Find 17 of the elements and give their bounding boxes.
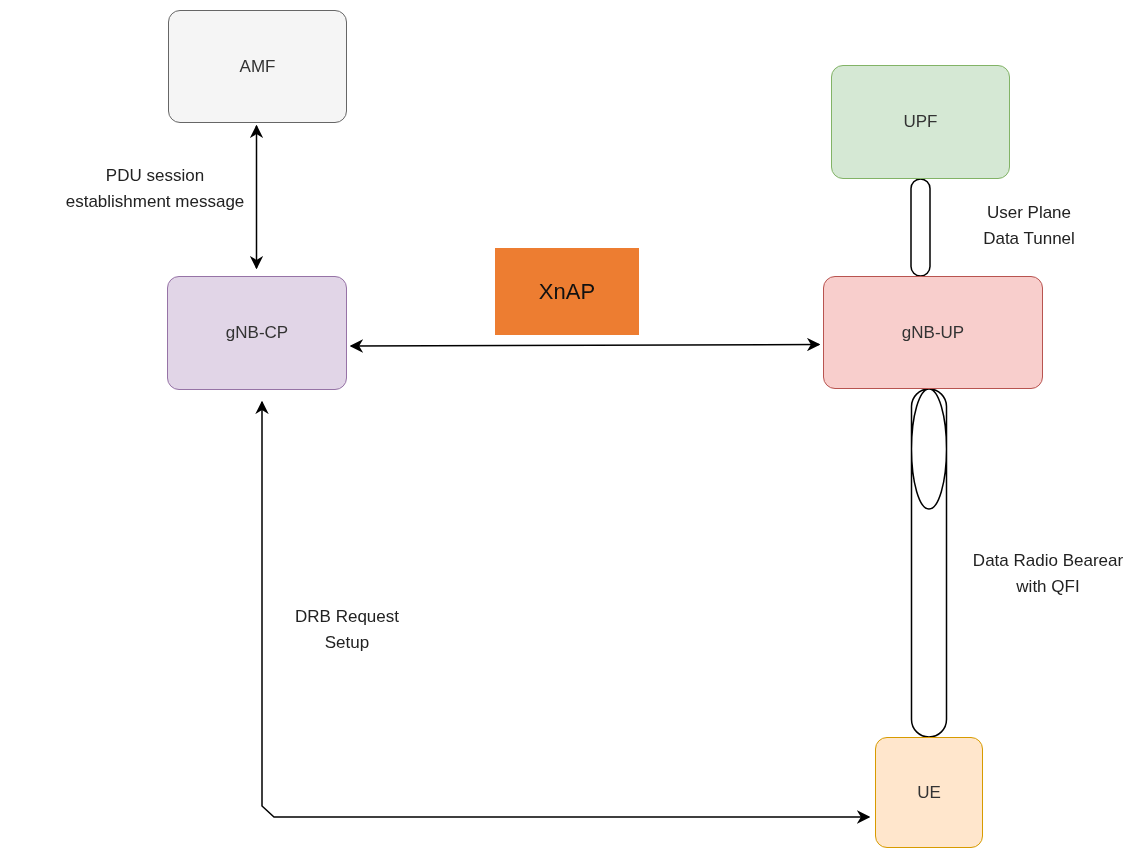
data-tunnel [910,388,948,738]
node-label: AMF [239,56,276,77]
data-tunnel [910,178,931,277]
node-label: UE [917,782,941,803]
network-node-box [167,276,347,390]
arrow [249,124,264,270]
network-node-box [823,276,1043,389]
network-node-box [875,737,983,848]
node-label: gNB-UP [901,322,965,343]
arrow [255,400,871,824]
node-label: XnAP [538,278,596,305]
network-node-box [168,10,347,123]
network-node-box [831,65,1010,179]
arrow [349,337,821,353]
node-label: gNB-CP [225,323,289,343]
label-box [495,248,639,335]
node-label: UPF [903,112,938,132]
